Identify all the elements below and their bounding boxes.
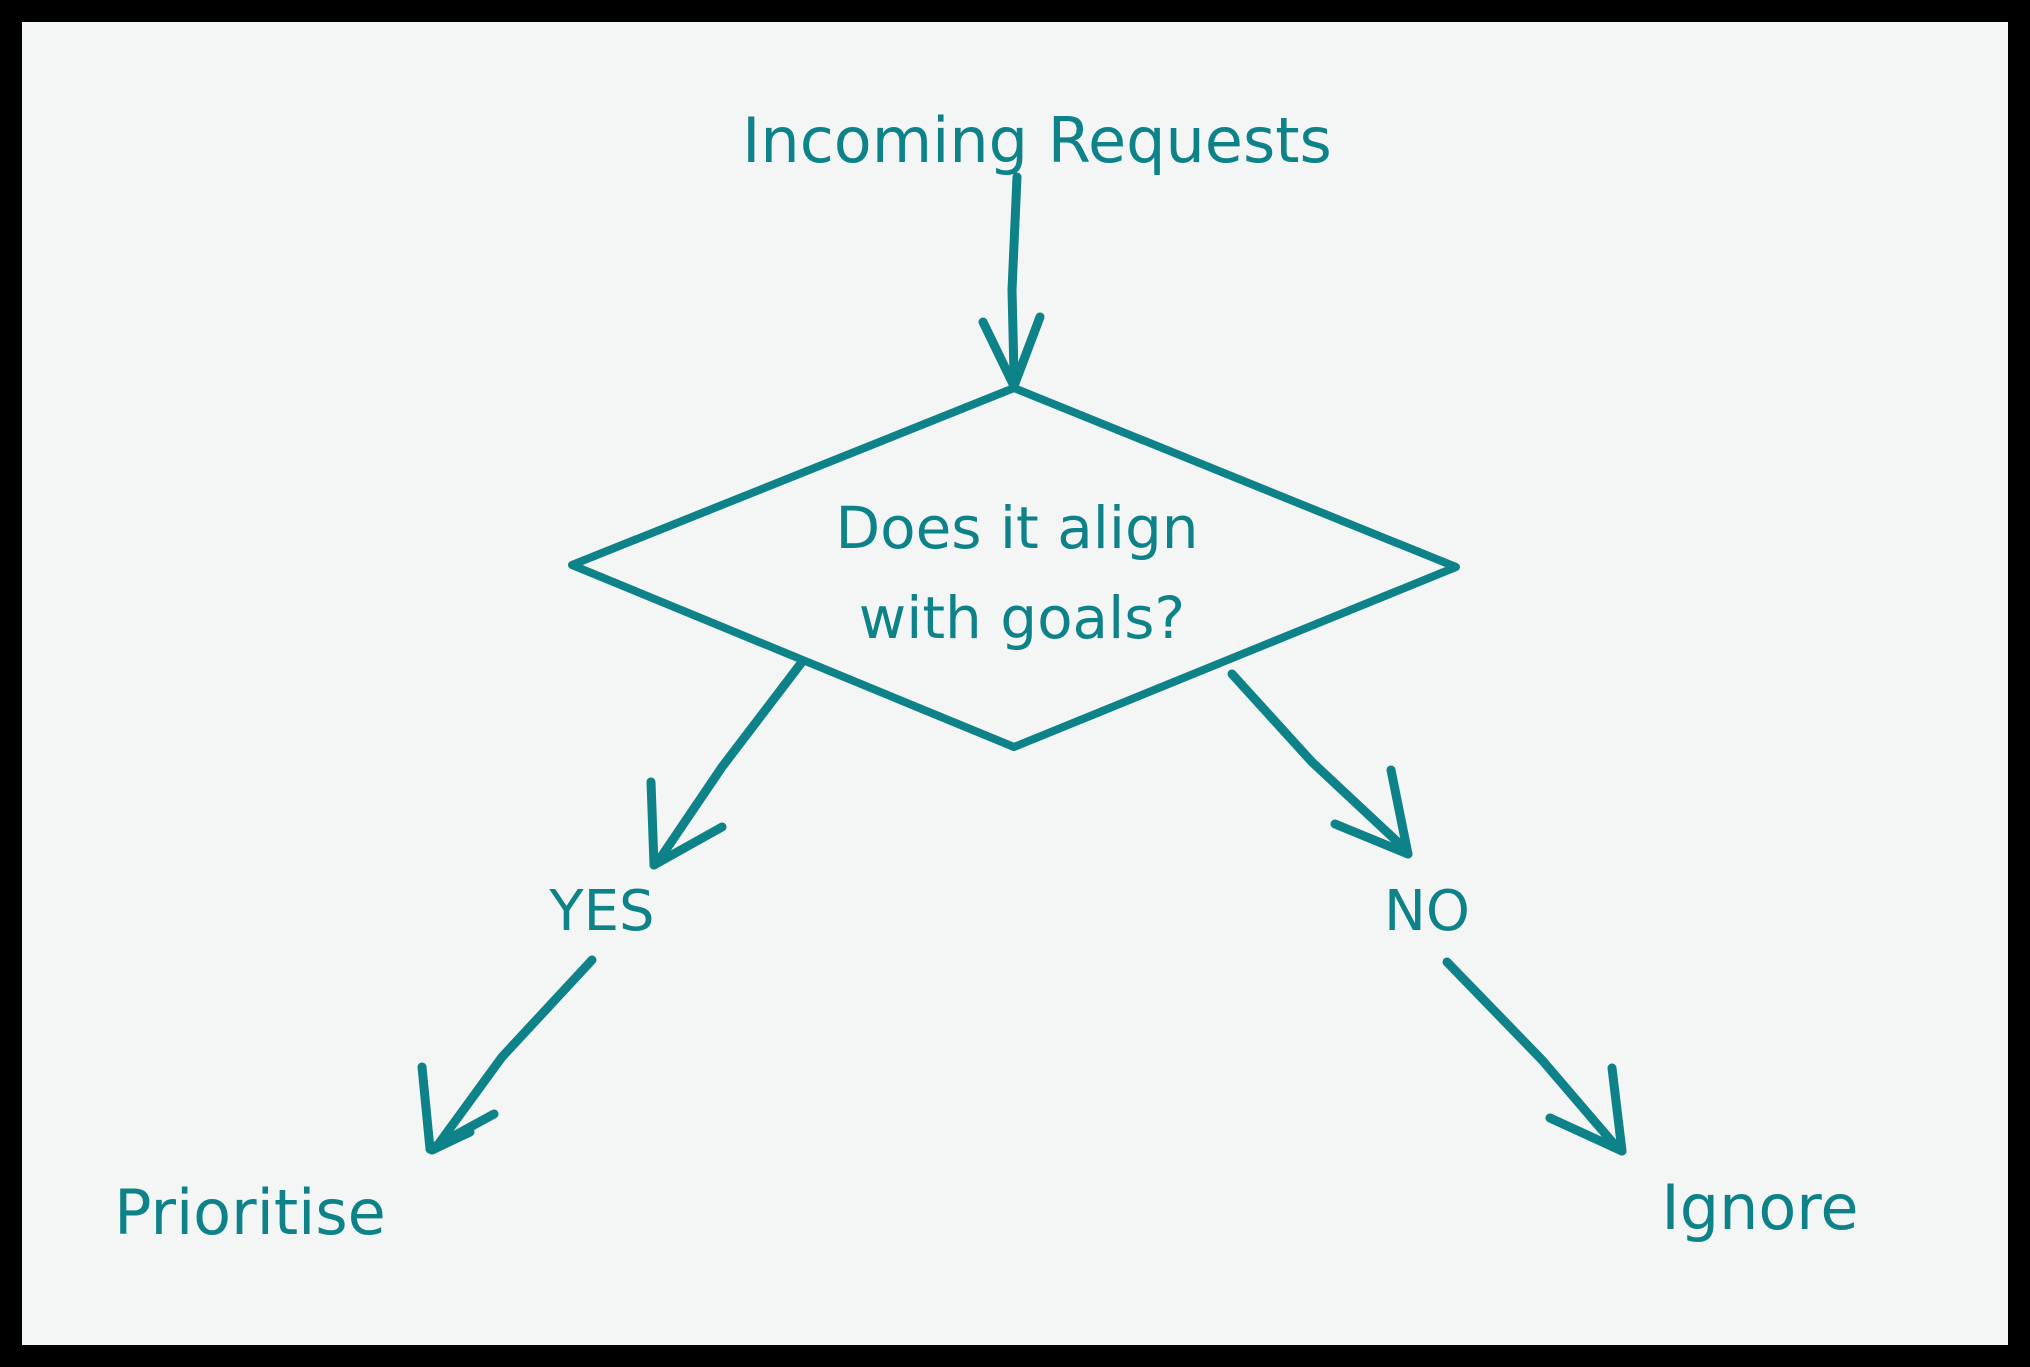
connector-title-to-decision-head-left (978, 317, 1019, 391)
connector-decision-to-yes-head-left (646, 777, 659, 870)
outcome-node-ignore: Ignore (1661, 1171, 1858, 1244)
connector-title-to-decision-shaft (1007, 172, 1022, 379)
connector-yes-to-prioritise-head-diag (425, 1109, 499, 1154)
connector-title-to-decision-head-right (1009, 312, 1045, 391)
connector-yes-to-prioritise (417, 955, 597, 1155)
whiteboard-surface: Incoming Requests Does it align with goa… (22, 22, 2008, 1345)
connector-decision-to-no-shaft (1227, 669, 1409, 853)
connector-yes-to-prioritise-shaft (435, 955, 597, 1147)
connector-yes-to-prioritise-head-vert (417, 1062, 435, 1154)
flowchart-diagram: Incoming Requests Does it align with goa… (114, 104, 1858, 1249)
connector-no-to-ignore-head-diag (1545, 1113, 1627, 1156)
connector-decision-to-yes (646, 657, 807, 870)
connector-title-to-decision (978, 172, 1045, 391)
branch-label-no: NO (1384, 879, 1470, 944)
decision-diamond-shape (568, 384, 1460, 751)
connector-no-to-ignore (1442, 957, 1627, 1156)
connector-no-to-ignore-head-vert (1607, 1063, 1627, 1156)
outcome-node-prioritise: Prioritise (114, 1176, 386, 1249)
connector-decision-to-no-head-right (1386, 765, 1413, 859)
decision-node-line2: with goals? (859, 584, 1185, 652)
decision-diamond-outline (568, 384, 1460, 751)
connector-no-to-ignore-shaft (1442, 957, 1619, 1149)
connector-decision-to-yes-head-right (649, 822, 727, 870)
connector-decision-to-yes-shaft (654, 657, 807, 865)
decision-node-line1: Does it align (835, 494, 1198, 562)
connector-decision-to-no (1227, 669, 1413, 859)
connector-decision-to-no-head-left (1330, 819, 1413, 859)
node-incoming-requests-label: Incoming Requests (742, 104, 1332, 177)
branch-label-yes: YES (548, 879, 654, 944)
